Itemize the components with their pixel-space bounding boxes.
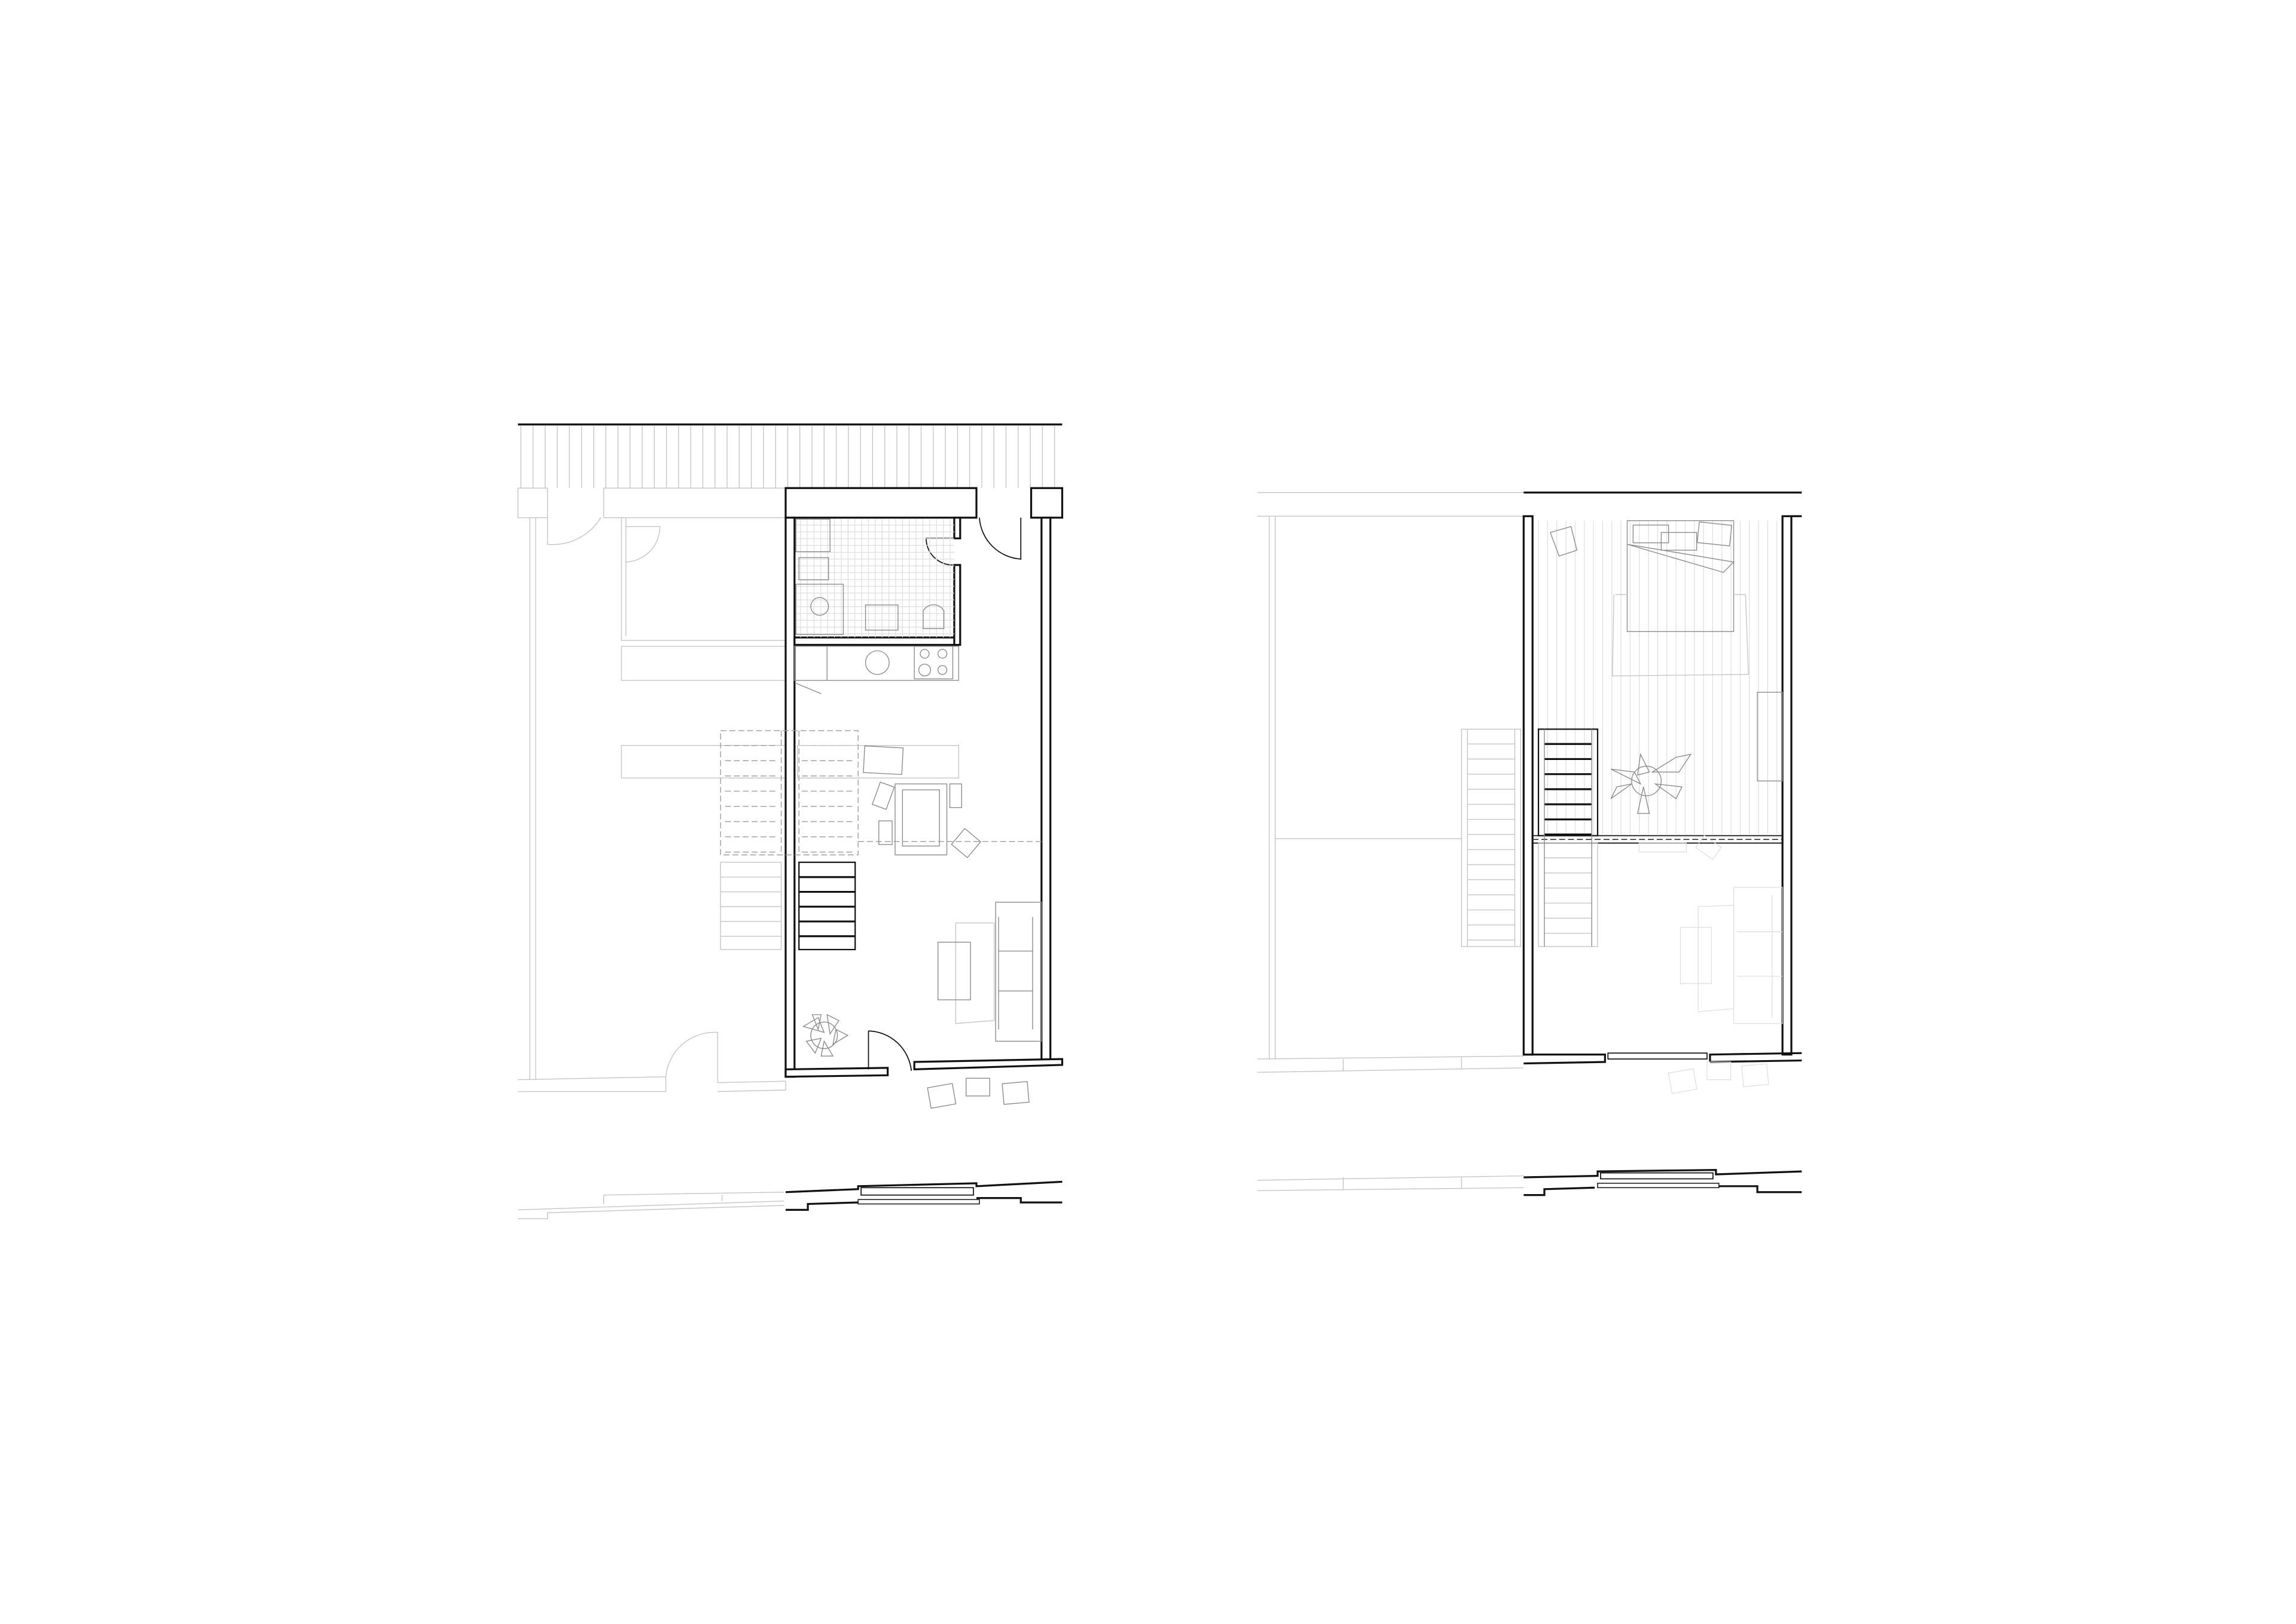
bed xyxy=(1549,520,1749,677)
ground-floor-plan xyxy=(517,423,1064,1219)
terrace-furniture xyxy=(927,1077,1030,1109)
upper-floor-plan xyxy=(1257,492,1802,1196)
wardrobe xyxy=(1757,691,1783,782)
timber-floor-hatching xyxy=(1538,520,1778,835)
doors xyxy=(868,517,1022,1071)
bathroom xyxy=(795,518,954,638)
staircase xyxy=(1537,728,1599,947)
facade-line xyxy=(1523,1168,1802,1196)
dining-set xyxy=(797,745,1042,859)
living-area xyxy=(938,902,1042,1042)
neighbour-unit-context xyxy=(517,487,786,1219)
walls xyxy=(784,487,1064,1078)
neighbour-unit-context xyxy=(1257,516,1524,1191)
plant xyxy=(802,1014,849,1057)
kitchen-counter xyxy=(794,646,960,694)
plant xyxy=(1610,753,1692,814)
staircase xyxy=(720,730,859,951)
void-below-furniture xyxy=(1638,835,1783,1094)
roof-hatching xyxy=(520,426,1055,489)
walls xyxy=(1522,515,1802,1065)
facade-line xyxy=(785,1180,1062,1211)
